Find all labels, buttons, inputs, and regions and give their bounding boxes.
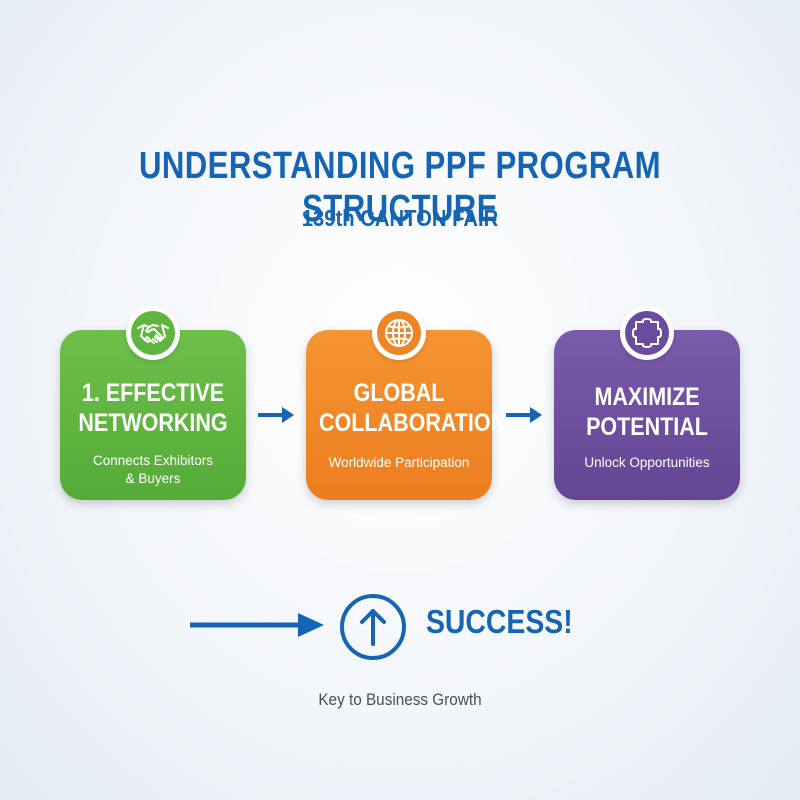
puzzle-icon	[632, 318, 662, 348]
step-desc-line2: & Buyers	[125, 471, 181, 486]
step-title-line1: 1. EFFECTIVE	[81, 379, 225, 407]
step-card-collaboration: GLOBAL COLLABORATION Worldwide Participa…	[306, 306, 507, 500]
step-card-networking: 1. EFFECTIVE NETWORKING Connects Exhibit…	[60, 306, 246, 500]
step-desc-line1: Unlock Opportunities	[584, 455, 710, 470]
step-title-line2: COLLABORATION	[319, 409, 507, 437]
flow-arrow-icon	[258, 407, 294, 423]
step-desc-line1: Worldwide Participation	[328, 455, 470, 470]
step-title-line2: POTENTIAL	[586, 413, 708, 441]
step-title-line1: MAXIMIZE	[594, 383, 700, 411]
flow-arrow-icon	[506, 407, 542, 423]
step-title-line2: NETWORKING	[78, 409, 228, 437]
page-subtitle: 139th CANTON FAIR	[301, 205, 499, 231]
step-desc-line1: Connects Exhibitors	[92, 453, 214, 468]
long-arrow-icon	[190, 613, 324, 637]
tagline: Key to Business Growth	[318, 690, 482, 709]
step-card-potential: MAXIMIZE POTENTIAL Unlock Opportunities	[554, 306, 740, 500]
step-badge	[126, 306, 180, 360]
globe-icon	[385, 319, 413, 347]
arrow-up-circle-icon	[340, 594, 406, 660]
handshake-icon	[137, 324, 169, 344]
step-title-line1: GLOBAL	[353, 379, 445, 407]
page-title: UNDERSTANDING PPF PROGRAM STRUCTURE	[138, 145, 662, 230]
step-badge	[372, 306, 426, 360]
step-badge	[620, 306, 674, 360]
success-label: SUCCESS!	[426, 603, 573, 640]
